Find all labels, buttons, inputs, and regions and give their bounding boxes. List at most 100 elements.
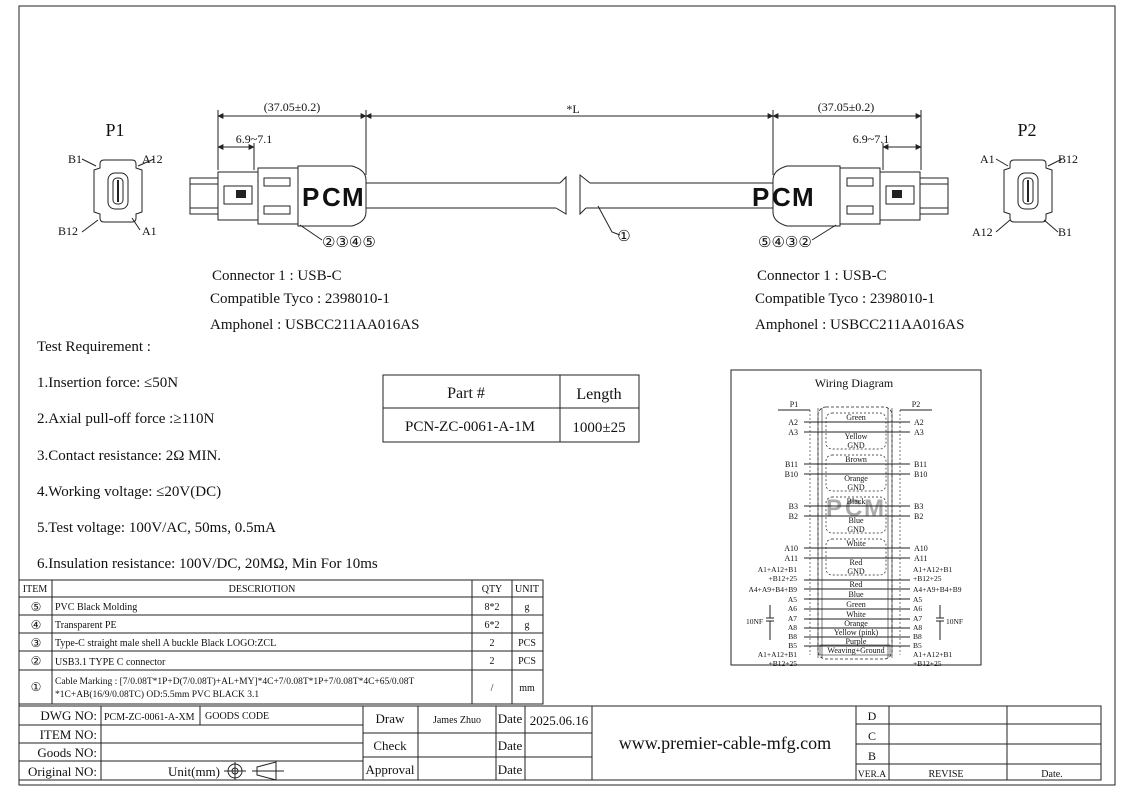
pin-right: B8 — [913, 632, 922, 641]
pin-right: B5 — [913, 641, 922, 650]
check-date-label: Date — [498, 738, 523, 753]
unit-label: Unit(mm) — [168, 764, 220, 779]
p2-pin-b1: B1 — [1058, 225, 1072, 239]
wire-color: White — [846, 610, 866, 619]
wire-color: Green — [846, 413, 866, 422]
pin-right: A1+A12+B1 — [913, 565, 953, 574]
p1-pin-b12: B12 — [58, 224, 78, 238]
bom-qty: 2 — [490, 656, 495, 667]
date-label: Date — [498, 711, 523, 726]
pin-right: B10 — [914, 470, 927, 479]
p1-pin-b1: B1 — [68, 152, 82, 166]
capacitor-right: 10NF — [936, 605, 963, 640]
bom-table: ITEM DESCRIOTION QTY UNIT ⑤ PVC Black Mo… — [18, 579, 544, 705]
bom-item: ④ — [31, 618, 42, 632]
pin-left: A1+A12+B1 — [758, 565, 798, 574]
connector-specs-right: Connector 1 : USB-C Compatible Tyco : 23… — [755, 268, 964, 333]
wiring-p2: P2 — [912, 400, 920, 409]
pin-right: A5 — [913, 595, 922, 604]
wire-color: Blue — [848, 516, 864, 525]
p2-pin-a1: A1 — [980, 152, 995, 166]
pin-left: A2 — [788, 418, 798, 427]
left-connector-drawing — [189, 165, 367, 227]
pin-right: A6 — [913, 604, 922, 613]
logo-letter-p: P — [826, 495, 842, 522]
pin-right: +B12+25 — [913, 659, 942, 668]
ver-label: VER.A — [858, 770, 886, 780]
rev-date-label: Date. — [1041, 769, 1062, 780]
sheet-border — [18, 5, 1116, 786]
rev-row: B — [868, 749, 876, 763]
wiring-singles: A1+A12+B1 A1+A12+B1 +B12+25 +B12+25 Red … — [748, 565, 961, 668]
pin-right: A3 — [914, 428, 924, 437]
approval-label: Approval — [365, 762, 414, 777]
wiring-diagram: Wiring Diagram P1 P2 A2 A3 A2 A3 Green Y… — [730, 369, 982, 668]
right-balloons: ⑤④③② — [758, 235, 812, 251]
pin-right: A2 — [914, 418, 924, 427]
bom-desc: Type-C straight male shell A buckle Blac… — [55, 638, 276, 649]
logo-letter-m: M — [342, 182, 364, 212]
right-connector-drawing — [772, 165, 949, 227]
p1-label: P1 — [105, 120, 124, 140]
spec-line: Connector 1 : USB-C — [212, 268, 342, 284]
bom-desc: PVC Black Molding — [55, 602, 137, 613]
dim-left-inner: 6.9~7.1 — [236, 132, 273, 146]
test-item: 4.Working voltage: ≤20V(DC) — [37, 484, 221, 500]
pin-right: A8 — [913, 623, 922, 632]
bom-qty: 6*2 — [485, 620, 500, 631]
pin-left: B11 — [785, 460, 798, 469]
rev-row: D — [868, 709, 877, 723]
capacitor-label: 10NF — [746, 617, 763, 626]
pin-left: B8 — [788, 632, 797, 641]
original-no-label: Original NO: — [28, 764, 97, 779]
test-item: 3.Contact resistance: 2Ω MIN. — [37, 448, 221, 464]
pin-right: A10 — [914, 544, 928, 553]
p2-pin-a12: A12 — [972, 225, 993, 239]
pin-left: A1+A12+B1 — [758, 650, 798, 659]
spec-line: Amphonel : USBCC211AA016AS — [210, 317, 419, 333]
length-header: Length — [576, 386, 621, 403]
part-number: PCN-ZC-0061-A-1M — [405, 419, 535, 435]
approval-date-label: Date — [498, 762, 523, 777]
pin-right: B3 — [914, 502, 923, 511]
test-item: 1.Insertion force: ≤50N — [37, 375, 178, 391]
p1-pin-a12: A12 — [142, 152, 163, 166]
pin-left: A4+A9+B4+B9 — [748, 585, 797, 594]
item-no-label: ITEM NO: — [40, 727, 97, 742]
dwg-no-value: PCM-ZC-0061-A-XM — [104, 712, 195, 723]
wire-color: Black — [847, 497, 866, 506]
bom-unit: g — [525, 620, 530, 631]
test-item: 6.Insulation resistance: 100V/DC, 20MΩ, … — [37, 556, 378, 572]
draw-label: Draw — [376, 711, 405, 726]
bom-unit: mm — [519, 683, 535, 694]
part-table: Part # Length PCN-ZC-0061-A-1M 1000±25 — [382, 374, 640, 443]
wire-color: Orange — [844, 619, 868, 628]
pin-left: B3 — [789, 502, 798, 511]
left-balloon-leader — [299, 224, 323, 241]
bom-desc: *1C+AB(16/9/0.08TC) OD:5.5mm PVC BLACK 3… — [55, 689, 259, 700]
date-value: 2025.06.16 — [530, 713, 589, 728]
bom-header-qty: QTY — [482, 584, 503, 595]
dim-right-inner: 6.9~7.1 — [853, 132, 890, 146]
title-block: DWG NO: PCM-ZC-0061-A-XM GOODS CODE ITEM… — [18, 705, 1102, 781]
length-value: 1000±25 — [572, 420, 625, 436]
pin-left: A3 — [788, 428, 798, 437]
left-balloons: ②③④⑤ — [322, 235, 376, 251]
wire-color: Orange — [844, 474, 868, 483]
bom-unit: PCS — [518, 656, 536, 667]
wire-color: White — [846, 539, 866, 548]
dimension-lines — [217, 110, 922, 175]
pin-left: A6 — [788, 604, 797, 613]
pin-left: B5 — [788, 641, 797, 650]
bom-desc: Cable Marking : [7/0.08T*1P+D(7/0.08T)+A… — [55, 676, 415, 687]
wiring-pair: A2 A3 A2 A3 Green Yellow GND — [788, 412, 924, 450]
wiring-p1: P1 — [790, 400, 798, 409]
test-title: Test Requirement : — [37, 339, 151, 355]
p2-receptacle — [1003, 159, 1053, 223]
wire-color: Yellow — [845, 432, 868, 441]
projection-symbol — [224, 761, 284, 781]
spec-line: Connector 1 : USB-C — [757, 268, 887, 284]
pin-left: B10 — [785, 470, 798, 479]
bom-qty: 2 — [490, 638, 495, 649]
